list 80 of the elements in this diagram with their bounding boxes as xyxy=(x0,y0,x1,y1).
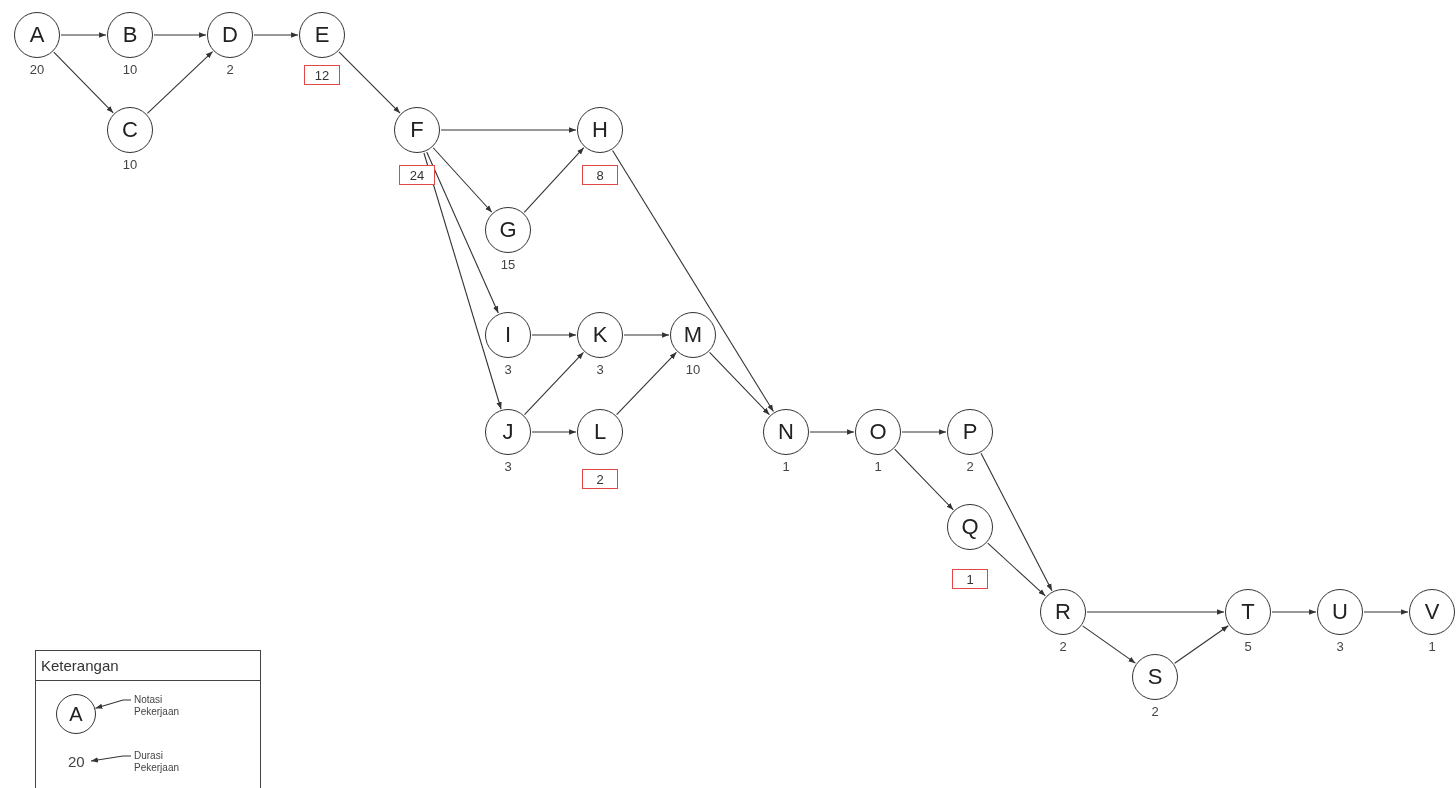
activity-node: A xyxy=(56,694,96,734)
legend-text: 20 xyxy=(68,752,90,772)
activity-node: B xyxy=(107,12,153,58)
arrow xyxy=(432,147,493,213)
activity-node: C xyxy=(107,107,153,153)
duration-label: 12 xyxy=(304,65,340,85)
duration-label: 1 xyxy=(1427,639,1437,654)
activity-node: R xyxy=(1040,589,1086,635)
leader-line xyxy=(94,699,132,709)
duration-label: 8 xyxy=(582,165,618,185)
duration-label: 3 xyxy=(503,459,513,474)
activity-node: D xyxy=(207,12,253,58)
activity-node: I xyxy=(485,312,531,358)
duration-label: 2 xyxy=(965,459,975,474)
legend-panel xyxy=(35,650,261,788)
duration-label: 2 xyxy=(1058,639,1068,654)
duration-label: 10 xyxy=(121,62,139,77)
duration-label: 1 xyxy=(781,459,791,474)
duration-label: 2 xyxy=(225,62,235,77)
arrow xyxy=(1174,625,1229,664)
duration-label: 10 xyxy=(684,362,702,377)
arrow xyxy=(153,32,207,38)
activity-node: V xyxy=(1409,589,1455,635)
arrow xyxy=(901,429,947,435)
arrow xyxy=(709,351,770,416)
arrow xyxy=(53,51,114,114)
activity-node: K xyxy=(577,312,623,358)
activity-node: L xyxy=(577,409,623,455)
arrow xyxy=(60,32,107,38)
activity-node: O xyxy=(855,409,901,455)
arrow xyxy=(809,429,855,435)
arrow xyxy=(623,332,670,338)
legend-title: Keterangan xyxy=(41,657,119,674)
activity-node: P xyxy=(947,409,993,455)
duration-label: 3 xyxy=(503,362,513,377)
activity-node: A xyxy=(14,12,60,58)
activity-node: F xyxy=(394,107,440,153)
arrow xyxy=(1271,609,1317,615)
activity-node: H xyxy=(577,107,623,153)
duration-label: 3 xyxy=(1335,639,1345,654)
arrow xyxy=(426,151,499,314)
arrow xyxy=(531,332,577,338)
arrow xyxy=(253,32,299,38)
activity-node: T xyxy=(1225,589,1271,635)
arrow xyxy=(894,448,954,511)
duration-label: 10 xyxy=(121,157,139,172)
activity-node: E xyxy=(299,12,345,58)
duration-label: 2 xyxy=(582,469,618,489)
activity-node: U xyxy=(1317,589,1363,635)
activity-node: G xyxy=(485,207,531,253)
duration-label: 5 xyxy=(1243,639,1253,654)
arrow xyxy=(980,452,1053,592)
activity-node: N xyxy=(763,409,809,455)
arrow xyxy=(146,51,214,114)
arrow xyxy=(338,51,401,114)
arrow xyxy=(531,429,577,435)
arrow xyxy=(523,351,585,416)
arrow xyxy=(1082,625,1136,664)
activity-node: M xyxy=(670,312,716,358)
arrow xyxy=(612,149,774,413)
arrow xyxy=(1363,609,1409,615)
duration-label: 20 xyxy=(28,62,46,77)
arrow xyxy=(987,542,1046,597)
arrow xyxy=(1086,609,1225,615)
duration-label: 3 xyxy=(595,362,605,377)
activity-node: Q xyxy=(947,504,993,550)
duration-label: 24 xyxy=(399,165,435,185)
arrow xyxy=(423,152,502,410)
duration-label: 1 xyxy=(873,459,883,474)
duration-label: 15 xyxy=(499,257,517,272)
legend-text: Durasi Pekerjaan xyxy=(134,747,192,777)
duration-label: 1 xyxy=(952,569,988,589)
legend-text: Notasi Pekerjaan xyxy=(134,691,192,721)
duration-label: 2 xyxy=(1150,704,1160,719)
arrow xyxy=(440,127,577,133)
arrow xyxy=(616,351,677,416)
arrow xyxy=(523,147,585,213)
leader-line xyxy=(90,755,132,763)
activity-node: S xyxy=(1132,654,1178,700)
activity-node: J xyxy=(485,409,531,455)
